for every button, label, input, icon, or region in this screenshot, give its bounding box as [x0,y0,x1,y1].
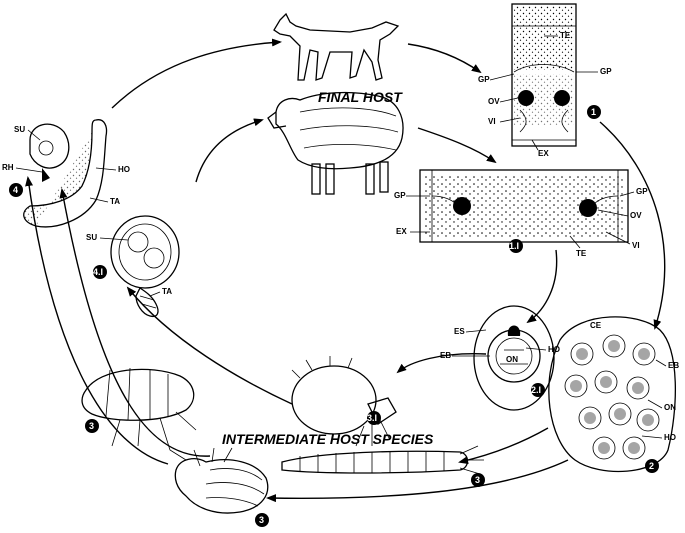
proglottid-sheep [419,169,629,243]
cycle-arrows [25,38,666,503]
label-te-1i: TE [576,249,587,258]
labels: TE GP GP OV VI EX 1 GP GP OV VI EX TE 1.… [2,31,679,527]
label-gp-right: GP [600,67,612,76]
label-gp: GP [478,75,490,84]
label-on-2: ON [664,403,676,412]
label-ex: EX [538,149,549,158]
label-te: TE [560,31,571,40]
intermediate-host-heading: INTERMEDIATE HOST SPECIES [222,431,434,447]
label-ta-4: TA [110,197,120,206]
stage-1: 1 [591,107,596,117]
label-su: SU [14,125,25,134]
label-eb-2: EB [668,361,679,370]
stage-3i: 3.I [367,413,377,423]
label-ex-1i: EX [396,227,407,236]
cysticercoid [110,215,180,318]
stage-3-louse: 3 [259,515,264,525]
label-gp-1i-right: GP [636,187,648,196]
dog-icon [273,12,400,81]
label-ov-1i: OV [630,211,642,220]
egg-packet [548,316,676,473]
label-on: ON [506,355,518,364]
stage-3-larva: 3 [475,475,480,485]
final-host-heading: FINAL HOST [318,89,403,105]
label-ho-2: HO [664,433,676,442]
label-ho-4: HO [118,165,130,174]
label-es: ES [454,327,465,336]
stage-2: 2 [649,461,654,471]
stage-4i: 4.I [93,267,103,277]
stage-4: 4 [13,185,18,195]
label-ta-4i: TA [162,287,172,296]
sheep-icon [267,91,404,195]
label-gp-1i: GP [394,191,406,200]
label-su-4i: SU [86,233,97,242]
stage-2i: 2.I [531,385,541,395]
label-ov: OV [488,97,500,106]
larva-icon [281,445,484,475]
louse-icon [174,447,269,514]
label-vi-1i: VI [632,241,640,250]
label-eb: EB [440,351,451,360]
label-ho-2i: HO [548,345,560,354]
proglottid-dog [511,3,577,147]
stage-3-flea: 3 [89,421,94,431]
tapeworm-with-scolex [23,119,108,228]
stage-1i: 1.I [509,241,519,251]
label-ce: CE [590,321,602,330]
label-rh: RH [2,163,14,172]
flea-icon [81,367,197,461]
label-vi: VI [488,117,496,126]
